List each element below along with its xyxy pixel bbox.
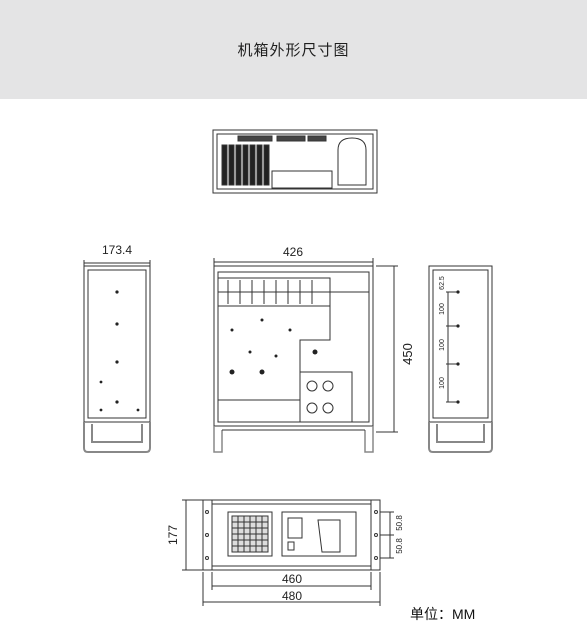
pci-slot-rails xyxy=(227,280,313,304)
front-inner-width-label: 460 xyxy=(282,572,302,586)
side-view xyxy=(83,260,151,453)
side-depth-label: 173.4 xyxy=(102,243,132,257)
drive-bay-holes xyxy=(306,380,334,414)
standoff-holes xyxy=(229,318,318,375)
right-spacing-label-b: 100 xyxy=(439,303,446,315)
front-view xyxy=(182,499,394,606)
motherboard-outline xyxy=(217,277,331,401)
front-slot-label-b: 50.8 xyxy=(395,538,404,554)
right-spacing-label-d: 100 xyxy=(439,377,446,389)
front-height-label: 177 xyxy=(166,525,180,545)
unit-label: 单位：MM xyxy=(410,606,476,622)
top-width-label: 426 xyxy=(283,245,303,259)
top-view xyxy=(213,258,398,453)
page-title: 机箱外形尺寸图 xyxy=(237,42,350,59)
right-spacing-marks xyxy=(446,291,458,403)
right-spacing-label-c: 100 xyxy=(439,339,446,351)
rear-view xyxy=(212,129,378,194)
rear-io-connectors xyxy=(237,135,327,142)
key-lock xyxy=(287,517,303,539)
front-vent-panel xyxy=(317,519,341,553)
front-outer-width-label: 480 xyxy=(282,589,302,603)
header-bar: 机箱外形尺寸图 xyxy=(0,0,587,99)
io-panel xyxy=(271,170,333,189)
front-slot-label-a: 50.8 xyxy=(395,515,404,531)
front-door xyxy=(281,511,357,557)
rear-expansion-slots xyxy=(221,144,270,186)
psu-opening xyxy=(337,137,367,186)
right-spacing-label-a: 62.5 xyxy=(439,276,446,290)
side-mount-holes xyxy=(99,290,140,412)
top-depth-label: 450 xyxy=(400,343,415,365)
right-side-view xyxy=(428,265,493,453)
drive-bay xyxy=(299,371,353,423)
fan-grille xyxy=(227,511,273,557)
rack-ear-holes xyxy=(205,510,378,560)
